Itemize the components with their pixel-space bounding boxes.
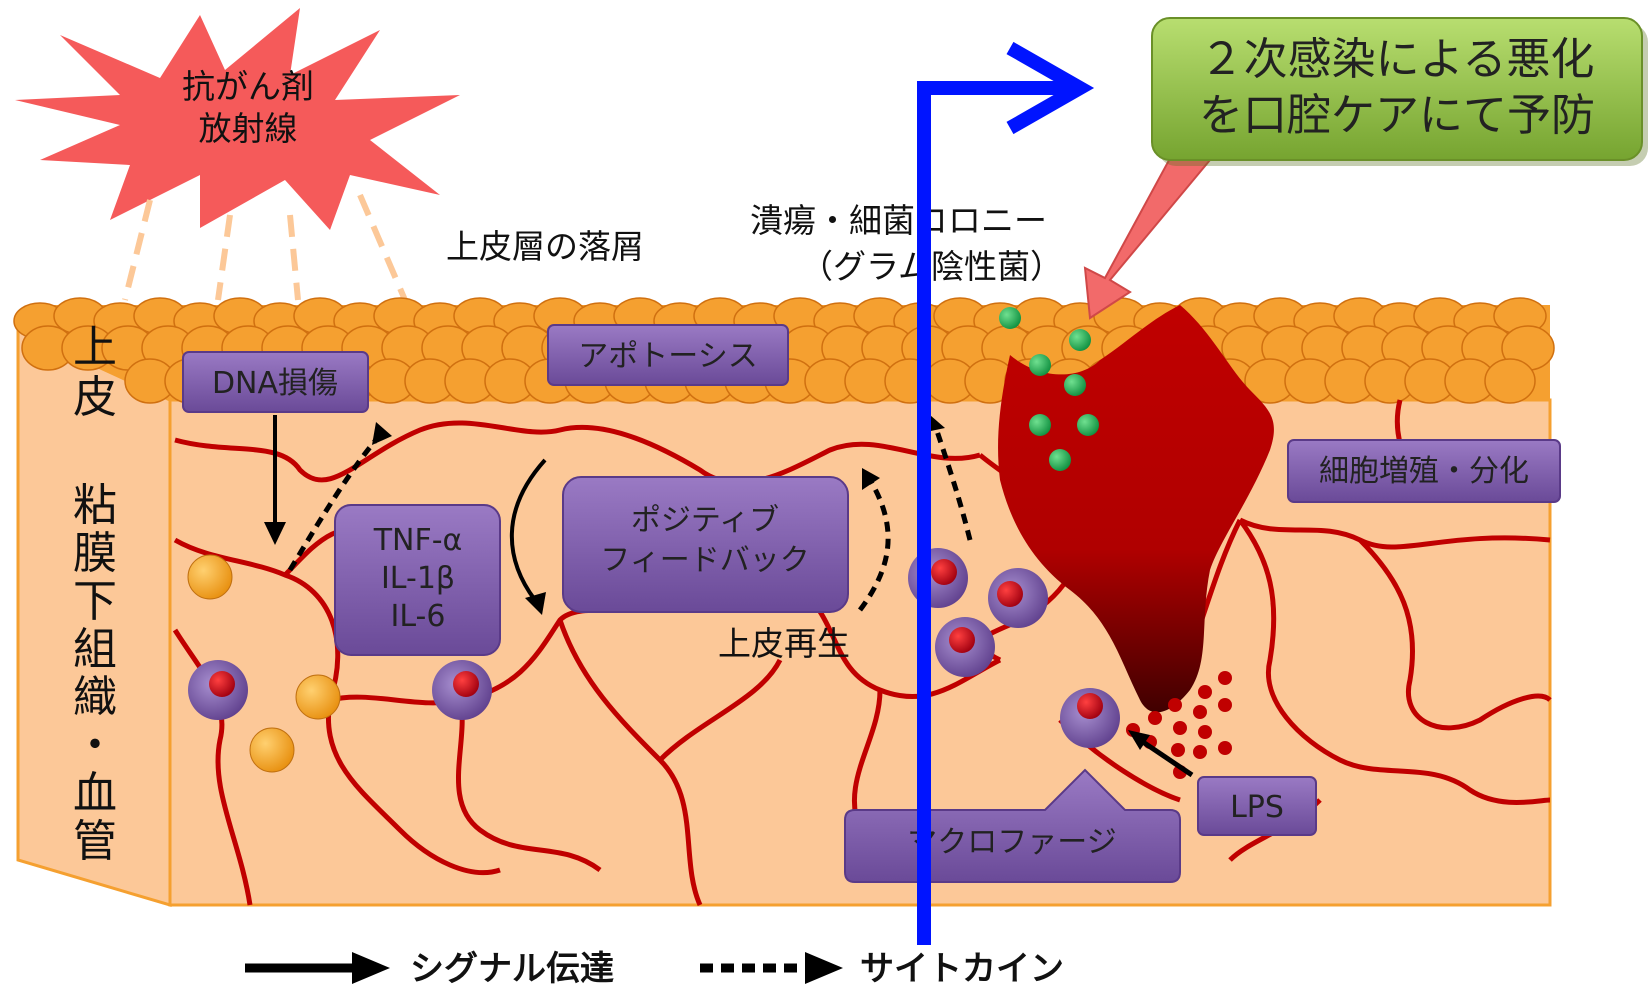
side-label-char: 膜 — [73, 528, 117, 579]
svg-text:ポジティブ: ポジティブ — [631, 503, 779, 538]
label-box-positive-feedback: ポジティブ フィードバック — [562, 476, 849, 613]
tissue-block — [16, 327, 1552, 908]
svg-text:IL-6: IL-6 — [391, 599, 446, 634]
cytokine-arrows — [287, 424, 973, 612]
legend: シグナル伝達 サイトカイン — [245, 949, 1064, 988]
callout-box: ２次感染による悪化 を口腔ケアにて予防 — [1151, 17, 1648, 166]
ulcer-shape — [998, 305, 1274, 713]
burst-text-line1: 抗がん剤 — [182, 67, 314, 106]
signal-arrow-curve — [509, 458, 547, 602]
ulcer — [998, 305, 1274, 779]
label-ulcer-line2: （グラム陰性菌） — [800, 247, 1063, 286]
side-label-char: ・ — [73, 720, 117, 771]
burst-text-line2: 放射線 — [199, 109, 298, 148]
signal-arrows — [264, 415, 1194, 778]
immune-cells — [188, 548, 1120, 748]
side-label-char: 粘 — [73, 480, 117, 531]
burst-shape — [15, 8, 460, 230]
label-box-lps: LPS — [1197, 776, 1317, 836]
label-box-proliferation: 細胞増殖・分化 — [1287, 439, 1561, 503]
side-label-char: 血 — [73, 768, 117, 819]
side-label-char: 下 — [73, 576, 117, 627]
label-box-apoptosis: アポトーシス — [547, 324, 789, 386]
radiation-rays — [122, 193, 408, 302]
svg-text:IL-1β: IL-1β — [381, 561, 455, 596]
radiation-burst: 抗がん剤 放射線 — [15, 8, 460, 230]
svg-text:フィードバック: フィードバック — [600, 543, 809, 578]
side-label-char: 組 — [73, 624, 117, 675]
lps-particles — [1126, 671, 1232, 779]
svg-text:マクロファージ: マクロファージ — [907, 825, 1116, 860]
svg-text:細胞増殖・分化: 細胞増殖・分化 — [1319, 454, 1529, 489]
svg-text:DNA損傷: DNA損傷 — [212, 366, 338, 401]
side-label-char: 織 — [73, 672, 117, 723]
blue-arrow — [917, 41, 1095, 945]
label-box-cytokines: TNF-α IL-1β IL-6 — [334, 504, 501, 656]
label-regeneration: 上皮再生 — [718, 624, 850, 663]
legend-signal: シグナル伝達 — [245, 949, 614, 988]
svg-text:TNF-α: TNF-α — [373, 523, 463, 558]
callout-pointer-arrow — [1083, 138, 1212, 320]
callout-text-line2: を口腔ケアにて予防 — [1199, 90, 1595, 141]
callout-text-line1: ２次感染による悪化 — [1200, 34, 1595, 85]
label-box-dna: DNA損傷 — [182, 351, 369, 413]
label-sloughing: 上皮層の落屑 — [446, 227, 644, 266]
side-label-epithelium: 上皮 — [73, 322, 117, 423]
orange-cells — [187, 554, 341, 773]
label-ulcer-line1: 潰瘍・細菌コロニー — [750, 201, 1047, 240]
legend-cytokine: サイトカイン — [700, 949, 1064, 988]
svg-text:アポトーシス: アポトーシス — [578, 339, 757, 374]
signal-arrow-lps — [1138, 737, 1194, 778]
bacteria-colony — [999, 307, 1099, 471]
side-label-char: 上 — [73, 322, 117, 373]
svg-text:シグナル伝達: シグナル伝達 — [410, 949, 614, 988]
side-label-char: 管 — [73, 816, 117, 867]
svg-text:LPS: LPS — [1230, 790, 1284, 825]
epithelial-cell — [1484, 358, 1536, 404]
side-label-char: 皮 — [73, 372, 117, 423]
svg-text:サイトカイン: サイトカイン — [860, 949, 1064, 988]
